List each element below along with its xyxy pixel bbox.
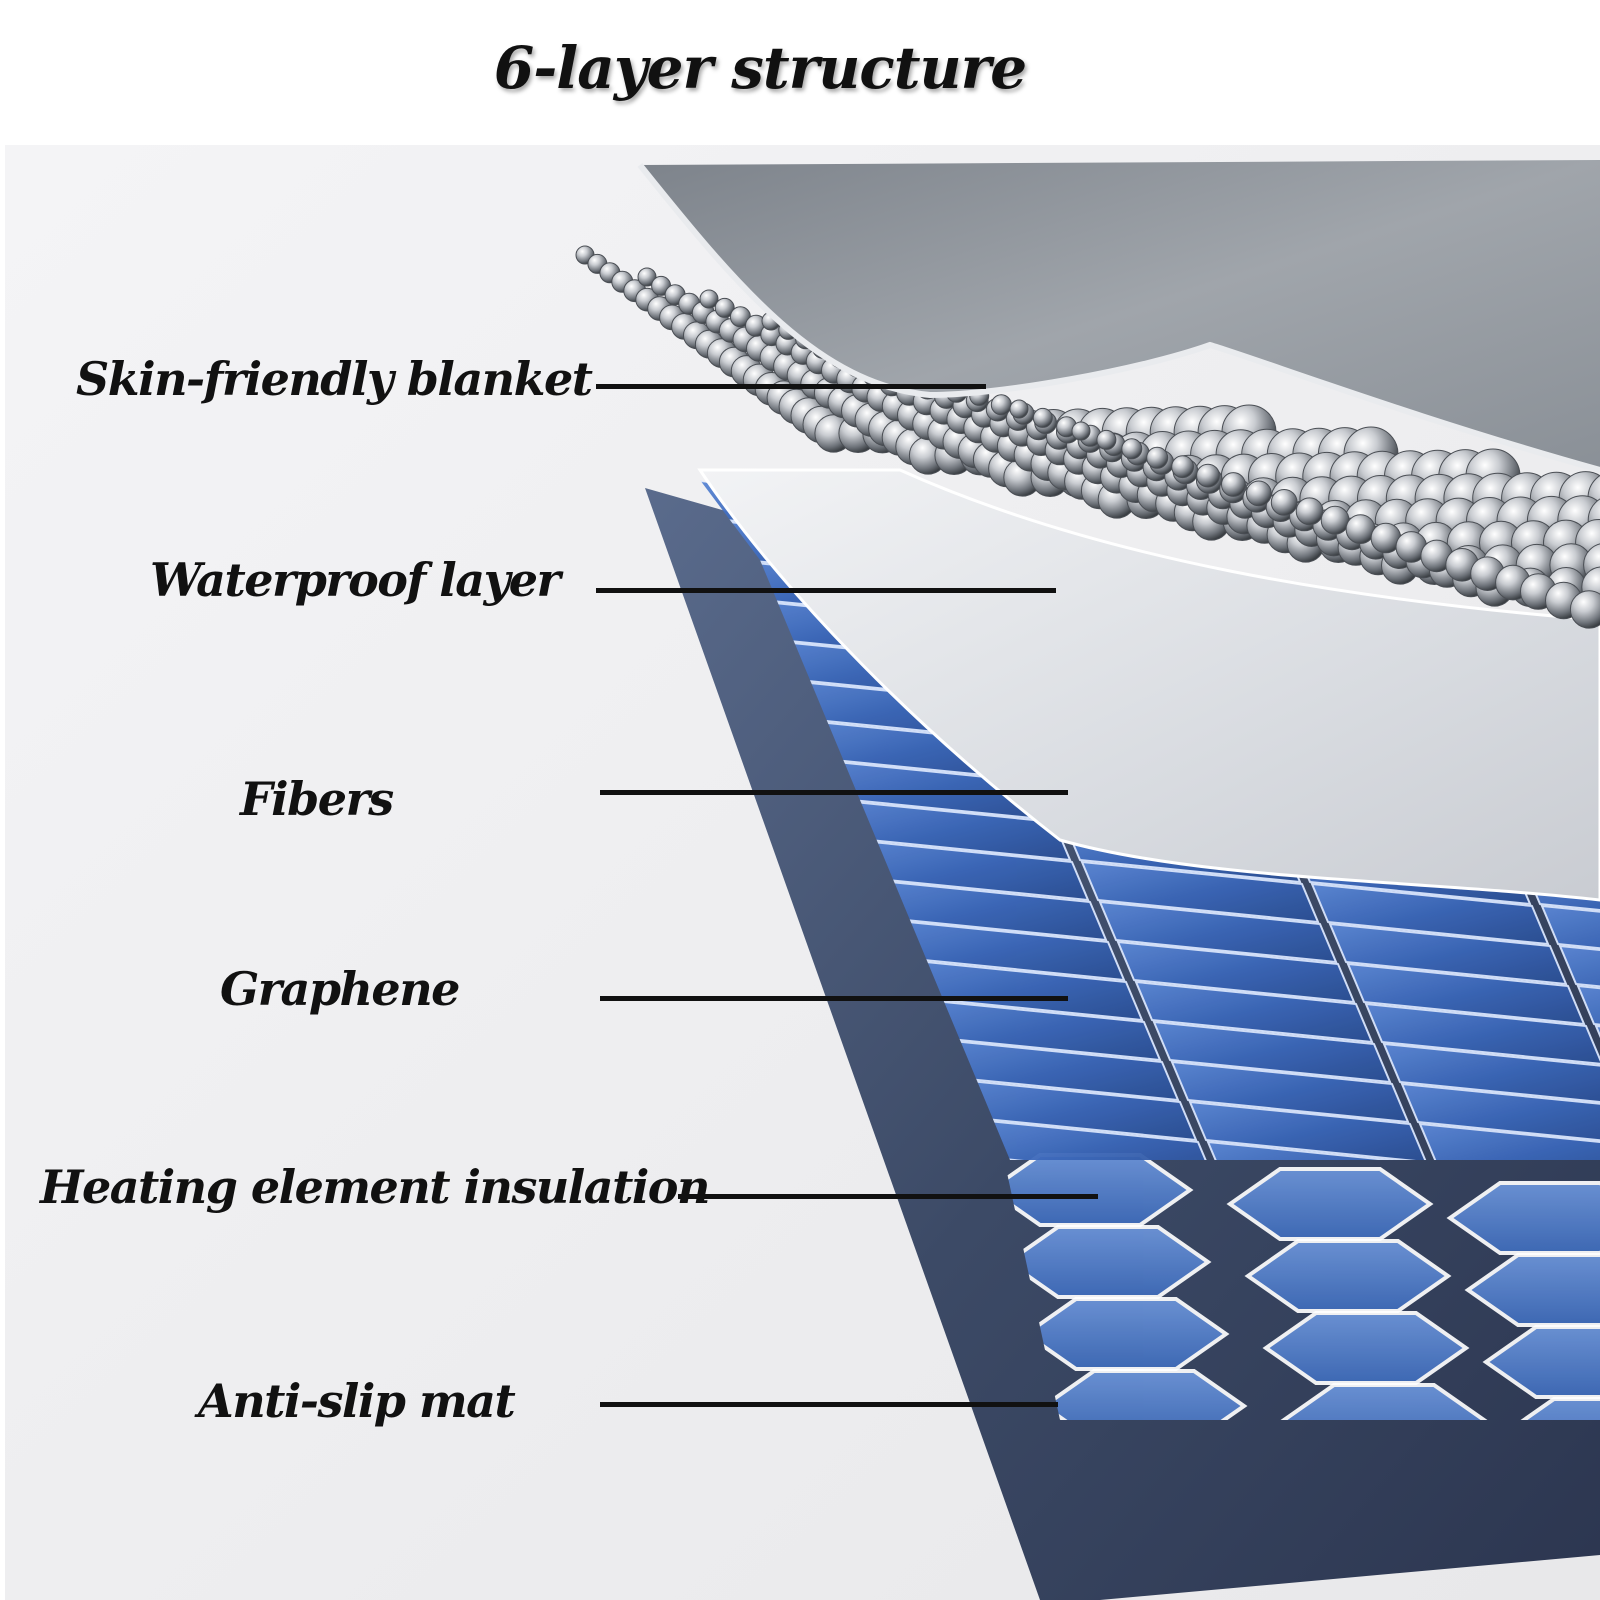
waterproof-bead — [637, 267, 657, 287]
graphene-tile — [1116, 940, 1356, 1004]
hex-pad — [1464, 1253, 1600, 1327]
hex-pad — [1446, 1181, 1600, 1255]
waterproof-bead — [1221, 472, 1246, 497]
waterproof-bead — [1146, 446, 1169, 469]
graphene-tile — [1400, 1082, 1600, 1146]
graphene-tile — [1152, 1020, 1392, 1084]
hex-pad — [1244, 1239, 1452, 1313]
waterproof-bead — [1096, 429, 1117, 450]
waterproof-bead — [699, 289, 719, 309]
waterproof-bead — [1345, 514, 1376, 544]
waterproof-bead — [990, 394, 1012, 416]
graphene-tile — [1206, 1140, 1446, 1160]
graphene-tile — [1310, 882, 1550, 946]
layer-label-anti-slip-mat: Anti-slip mat — [198, 1374, 516, 1428]
hex-pad — [1040, 1369, 1248, 1420]
graphene-tile — [1080, 860, 1320, 924]
layer-label-fibers: Fibers — [240, 772, 394, 826]
waterproof-bead — [1587, 494, 1600, 546]
layer-label-waterproof-layer: Waterproof layer — [150, 553, 561, 607]
waterproof-bead — [1270, 489, 1298, 516]
graphene-tile — [1540, 904, 1600, 968]
graphene-tile — [1134, 980, 1374, 1044]
hex-pad — [1226, 1167, 1434, 1241]
hex-pad — [1500, 1397, 1600, 1420]
waterproof-bead — [1121, 438, 1143, 460]
waterproof-bead — [1171, 455, 1194, 479]
layer-label-skin-friendly-blanket: Skin-friendly blanket — [76, 352, 593, 406]
waterproof-beads-group — [575, 245, 1600, 629]
hex-pad — [1262, 1311, 1470, 1385]
blanket-edge-highlight — [637, 163, 1600, 473]
graphene-tile — [1364, 1002, 1600, 1066]
hex-pad — [1004, 1225, 1212, 1299]
graphene-tile — [1170, 1060, 1410, 1124]
graphene-tile — [1188, 1100, 1428, 1160]
leader-line-anti-slip-mat — [600, 1402, 1058, 1407]
hex-pads-group — [1000, 1153, 1600, 1420]
waterproof-bead — [1032, 407, 1053, 428]
waterproof-bead — [1196, 463, 1220, 488]
fibers-film-shape — [697, 468, 1600, 902]
diagram-title: 6-layer structure — [493, 34, 1027, 102]
waterproof-bead — [1071, 421, 1091, 441]
layer-label-heating-element-insulation: Heating element insulation — [40, 1160, 710, 1214]
graphene-tile — [1098, 900, 1338, 964]
leader-line-heating-element-insulation — [678, 1194, 1098, 1199]
graphene-tile — [1558, 944, 1600, 1008]
hex-pad — [1482, 1325, 1600, 1399]
graphene-tile — [1328, 922, 1568, 986]
graphene-tile — [1346, 962, 1586, 1026]
leader-line-skin-friendly-blanket — [596, 384, 986, 389]
hex-pad — [1280, 1383, 1488, 1420]
waterproof-bead — [1569, 590, 1600, 629]
leader-line-graphene — [600, 996, 1068, 1001]
waterproof-bead — [1320, 505, 1350, 535]
leader-line-waterproof-layer — [596, 588, 1056, 593]
waterproof-bead — [1245, 480, 1272, 507]
waterproof-bead — [1295, 497, 1324, 526]
waterproof-bead — [714, 297, 735, 318]
waterproof-bead — [1009, 399, 1029, 419]
leader-line-fibers — [600, 790, 1068, 795]
hex-pad — [1022, 1297, 1230, 1371]
graphene-tile — [1576, 984, 1600, 1048]
graphene-tile — [1418, 1122, 1600, 1160]
layer-label-graphene: Graphene — [220, 962, 460, 1016]
graphene-tile — [1382, 1042, 1600, 1106]
